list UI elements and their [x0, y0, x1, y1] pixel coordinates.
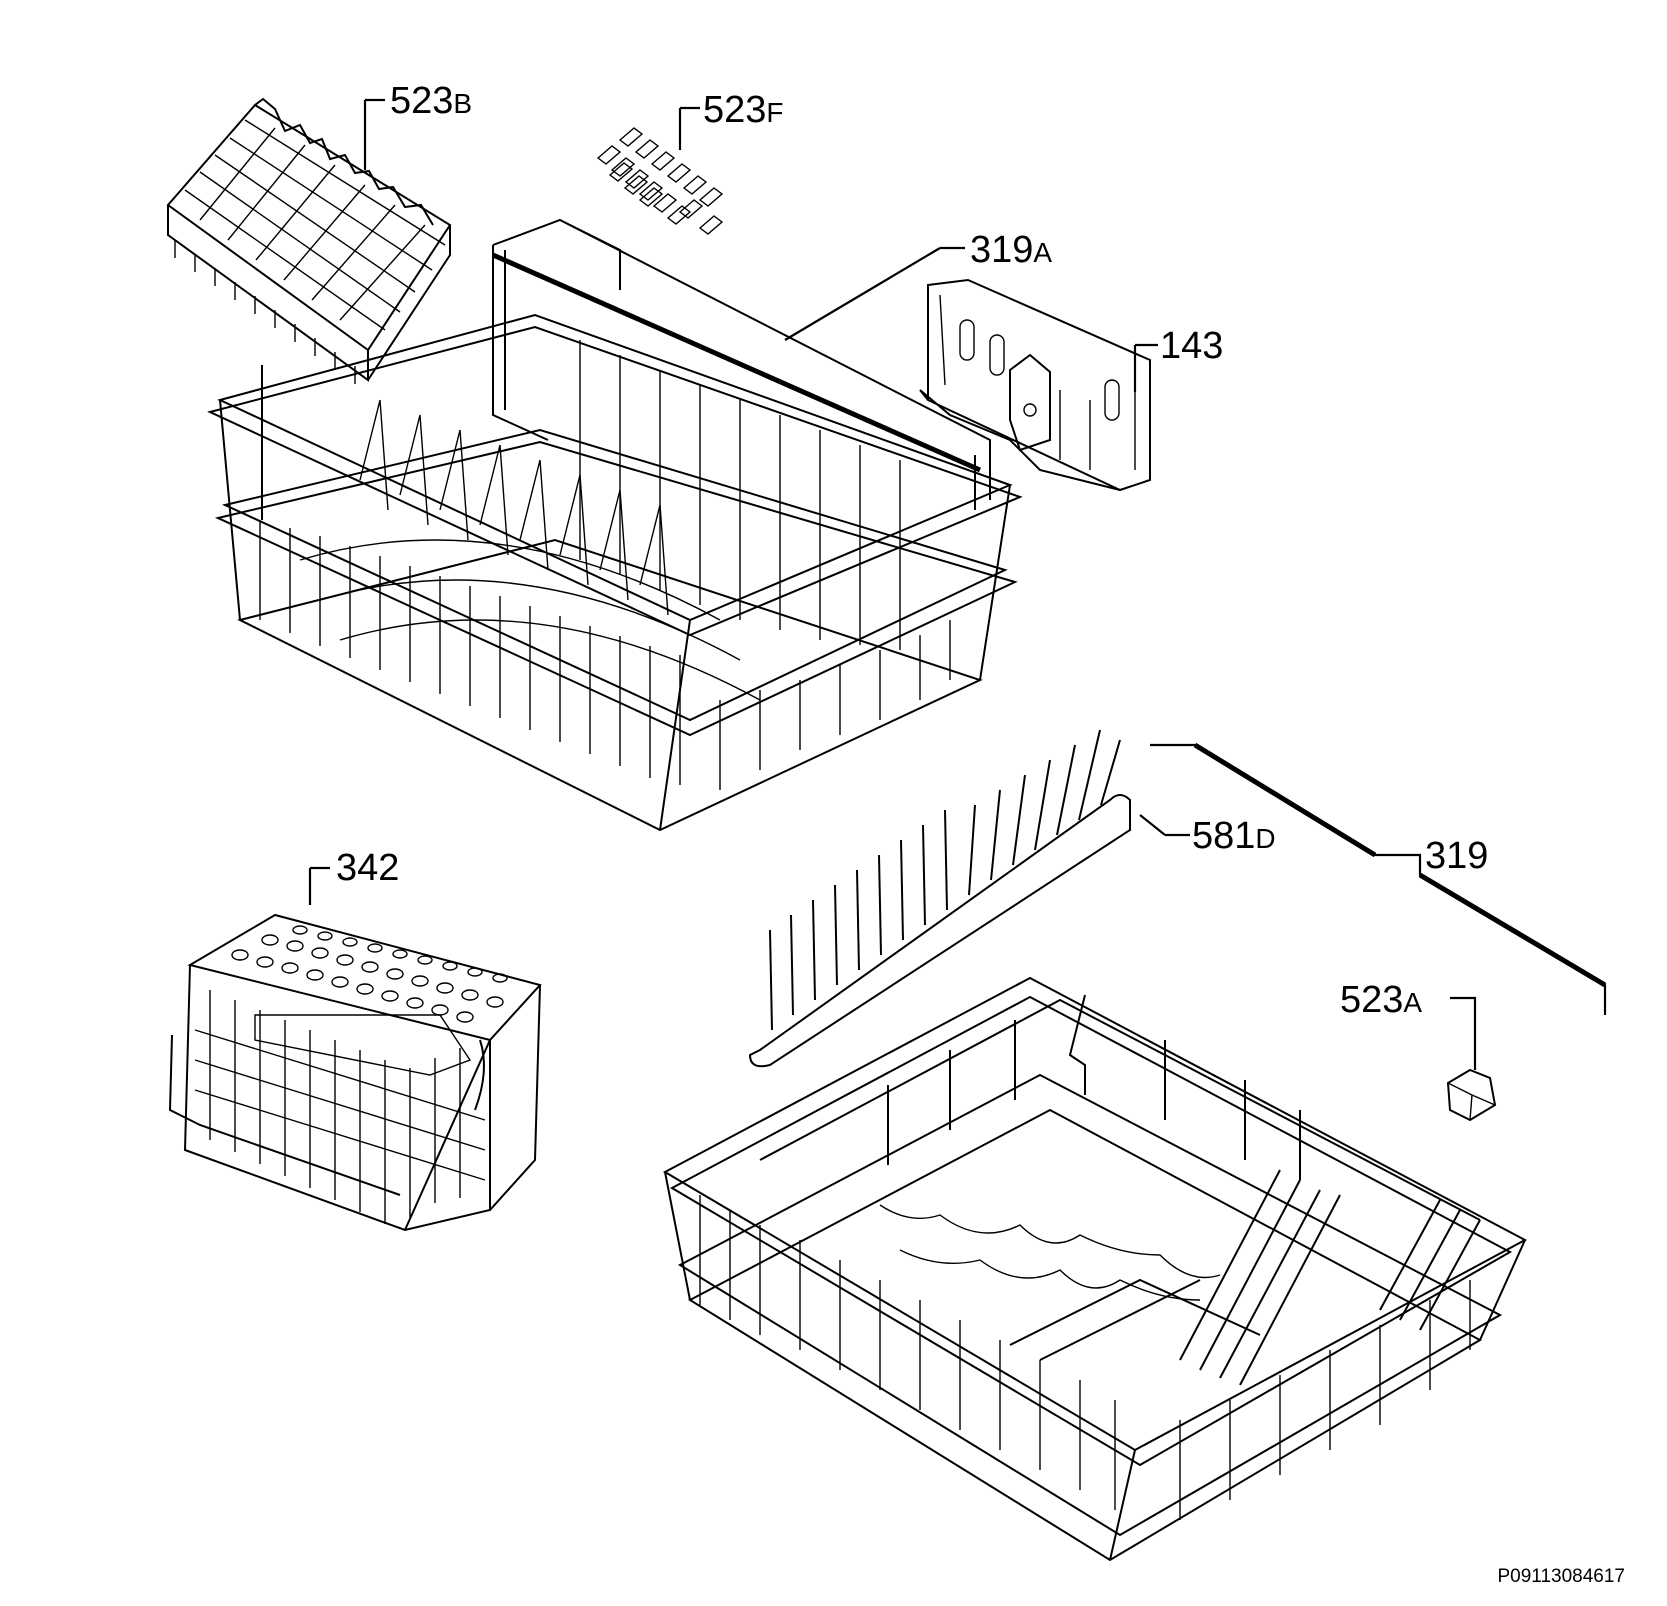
- callout-342: 342: [336, 847, 399, 889]
- callout-523a: 523A: [1340, 979, 1422, 1021]
- leader-342: [308, 866, 330, 905]
- leader-523b: [363, 98, 385, 170]
- part-523a-knob: [1446, 1068, 1497, 1122]
- leader-319a: [784, 246, 965, 341]
- callout-319: 319: [1425, 835, 1488, 877]
- svg-text:319: 319: [1425, 835, 1488, 877]
- leader-581d: [1139, 814, 1190, 837]
- leader-143: [1133, 343, 1158, 392]
- callout-581d: 581D: [1192, 815, 1276, 857]
- leader-523f: [678, 106, 700, 150]
- part-319-lower-basket: [662, 976, 1528, 1562]
- part-319a-upper-basket: [207, 218, 1023, 832]
- drawing-code: P09113084617: [1498, 1566, 1626, 1587]
- leader-lines: [308, 98, 1607, 1070]
- part-143-bracket: [919, 278, 1151, 492]
- svg-text:319A: 319A: [970, 229, 1052, 271]
- part-523f-clips: [596, 127, 724, 235]
- part-342-cutlery-basket: [168, 913, 542, 1232]
- callout-319a: 319A: [970, 229, 1052, 271]
- svg-text:342: 342: [336, 847, 399, 889]
- leader-523a: [1450, 996, 1477, 1070]
- svg-text:523A: 523A: [1340, 979, 1422, 1021]
- part-581d-tine-row: [748, 729, 1131, 1068]
- leader-319: [1150, 743, 1607, 1015]
- svg-text:523F: 523F: [703, 89, 784, 131]
- callout-523f: 523F: [703, 89, 784, 131]
- callout-523b: 523B: [390, 80, 472, 122]
- svg-text:523B: 523B: [390, 80, 472, 122]
- callout-143: 143: [1160, 325, 1223, 367]
- svg-text:143: 143: [1160, 325, 1223, 367]
- part-523b-cup-holder: [166, 97, 452, 384]
- svg-text:581D: 581D: [1192, 815, 1276, 857]
